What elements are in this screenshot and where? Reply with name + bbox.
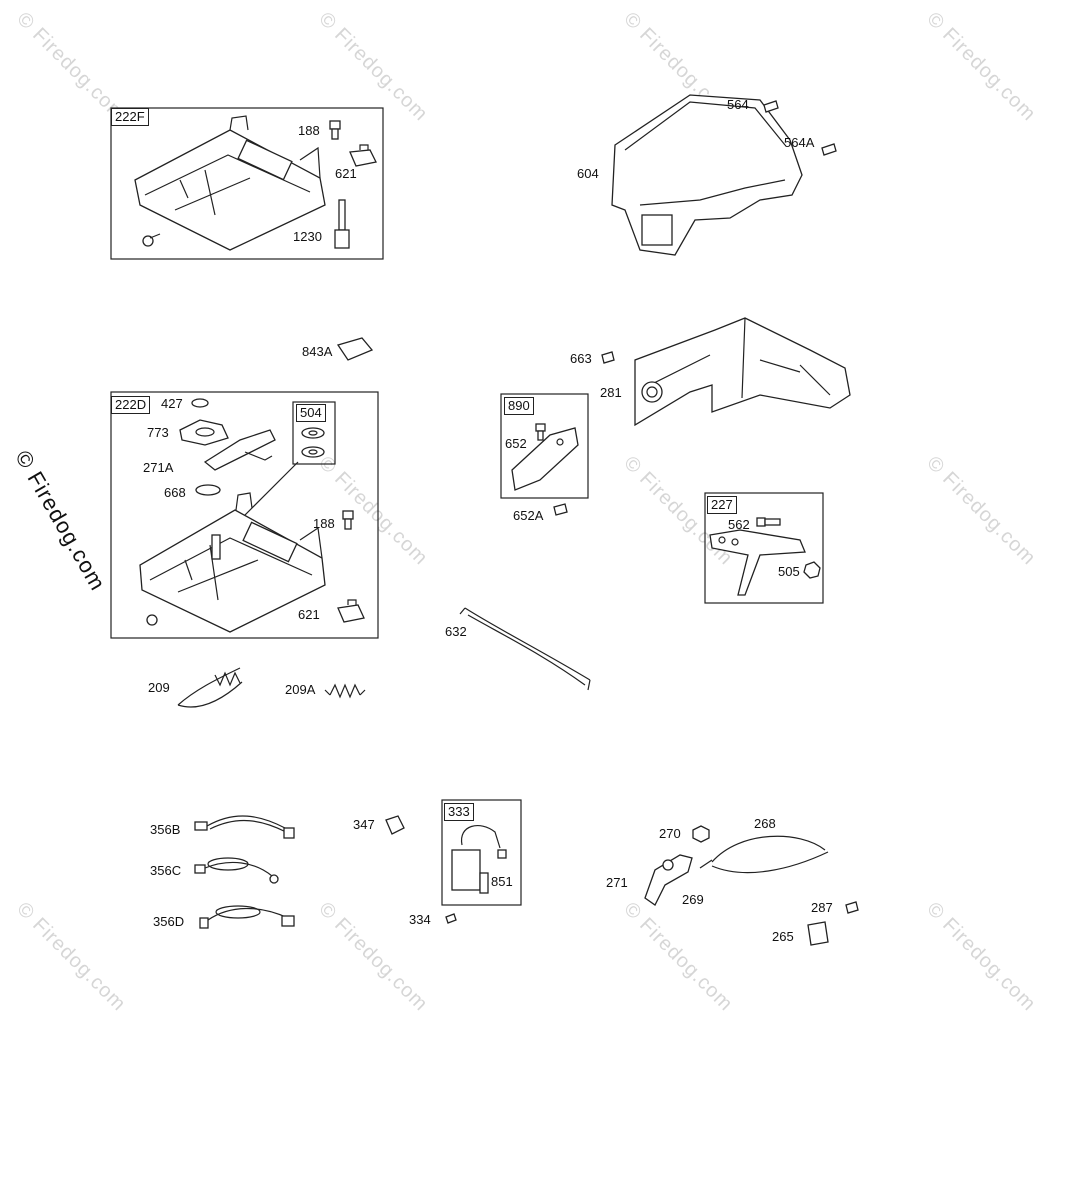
part-label: 564: [727, 97, 749, 112]
clip-347: [385, 815, 405, 835]
part-label: 356B: [150, 822, 181, 837]
spring-209: [177, 667, 243, 708]
part-label: 773: [147, 425, 169, 440]
bracket-281: [634, 317, 851, 427]
part-label: 188: [298, 123, 320, 138]
frame-333: [441, 799, 522, 906]
bracket-890: [511, 427, 579, 491]
control-bracket-222F: [134, 115, 326, 251]
box-label-504: 504: [296, 404, 326, 422]
part-label: 265: [772, 929, 794, 944]
frame-890: [500, 393, 589, 499]
part-label: 287: [811, 900, 833, 915]
cable-268: [699, 835, 829, 874]
screw-663: [601, 351, 615, 364]
screw-564A: [821, 143, 837, 156]
spring-209A: [324, 683, 366, 699]
part-label: 334: [409, 912, 431, 927]
washer-668: [195, 484, 221, 496]
part-label: 356C: [150, 863, 182, 878]
part-label: 843A: [302, 344, 333, 359]
part-label: 1230: [293, 229, 322, 244]
screw-287: [845, 901, 859, 914]
part-label: 188: [313, 516, 335, 531]
blower-housing-604: [611, 94, 803, 256]
part-label: 271A: [143, 460, 174, 475]
box-label-227: 227: [707, 496, 737, 514]
box-label-222D: 222D: [111, 396, 151, 414]
box-label-333: 333: [444, 803, 474, 821]
washers-504: [301, 427, 325, 458]
nut-505: [803, 561, 821, 579]
box-label-222F: 222F: [111, 108, 149, 126]
part-label: 652: [505, 436, 527, 451]
part-label: 604: [577, 166, 599, 181]
bolt-188-a: [329, 120, 341, 140]
screw-652A: [553, 503, 568, 516]
part-label: 209A: [285, 682, 316, 697]
frame-222D: [110, 391, 379, 639]
screw-652: [535, 423, 546, 441]
screw-334: [445, 913, 457, 924]
part-label: 268: [754, 816, 776, 831]
lever-271A: [203, 429, 276, 471]
bolt-188-b: [342, 510, 354, 530]
part-label: 621: [335, 166, 357, 181]
lever-271: [644, 854, 693, 906]
screw-564: [763, 100, 779, 113]
part-label: 269: [682, 892, 704, 907]
part-label: 663: [570, 351, 592, 366]
wire-356B: [194, 815, 295, 839]
part-label: 281: [600, 385, 622, 400]
stud-1230: [334, 199, 350, 249]
wire-356C: [194, 857, 279, 884]
nut-270: [692, 825, 710, 843]
clip-265: [807, 921, 829, 946]
part-label: 851: [491, 874, 513, 889]
part-label: 652A: [513, 508, 544, 523]
frame-222F: [110, 107, 384, 260]
part-label: 562: [728, 517, 750, 532]
link-632: [459, 607, 591, 691]
part-label: 668: [164, 485, 186, 500]
control-bracket-222D: [139, 492, 326, 633]
part-label: 505: [778, 564, 800, 579]
clip-621-b: [337, 599, 365, 623]
plate-773: [179, 419, 229, 446]
module-333: [451, 824, 507, 894]
screw-562: [756, 517, 781, 527]
part-label: 564A: [784, 135, 815, 150]
frame-504: [292, 401, 336, 465]
frame-227: [704, 492, 824, 604]
wire-356D: [199, 905, 295, 929]
part-label: 427: [161, 396, 183, 411]
part-843A: [336, 337, 374, 361]
part-label: 356D: [153, 914, 185, 929]
part-label: 209: [148, 680, 170, 695]
clip-621-a: [349, 144, 377, 167]
part-label: 271: [606, 875, 628, 890]
part-label: 270: [659, 826, 681, 841]
part-label: 347: [353, 817, 375, 832]
washer-427: [191, 398, 209, 408]
box-label-890: 890: [504, 397, 534, 415]
lever-227: [709, 529, 806, 596]
part-label: 621: [298, 607, 320, 622]
part-label: 632: [445, 624, 467, 639]
